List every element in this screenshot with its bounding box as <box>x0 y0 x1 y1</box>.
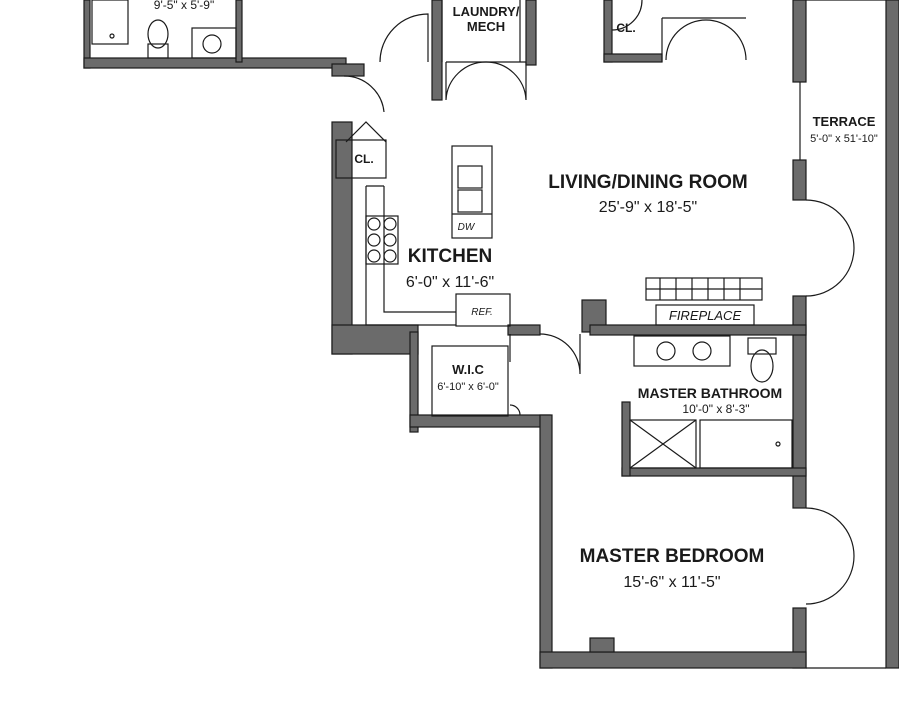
room-wic-label: W.I.C <box>452 362 484 377</box>
room-master-bath-label: MASTER BATHROOM <box>638 385 782 401</box>
room-living-label: LIVING/DINING ROOM <box>548 172 748 193</box>
labels: 9'-5" x 5'-9" LAUNDRY/ MECH CL. CL. TERR… <box>154 0 878 591</box>
dishwasher-label: DW <box>458 222 476 233</box>
fixtures <box>91 0 886 669</box>
room-closet-left-label: CL. <box>354 152 373 166</box>
room-laundry-label: LAUNDRY/ <box>453 4 520 19</box>
room-master-bedroom-dims: 15'-6" x 11'-5" <box>623 574 720 591</box>
room-terrace-dims: 5'-0" x 51'-10" <box>810 133 878 145</box>
room-master-bedroom-label: MASTER BEDROOM <box>580 546 765 567</box>
room-closet-right-label: CL. <box>616 21 635 35</box>
kitchen-island <box>451 145 493 239</box>
room-wic-dims: 6'-10" x 6'-0" <box>437 381 499 393</box>
room-master-bath-dims: 10'-0" x 8'-3" <box>682 402 749 416</box>
fireplace-label: FIREPLACE <box>669 308 742 323</box>
room-kitchen-label: KITCHEN <box>408 246 492 267</box>
bath-top-dims: 9'-5" x 5'-9" <box>154 0 214 12</box>
room-laundry-label-line2: MECH <box>467 19 505 34</box>
room-terrace-label: TERRACE <box>813 114 876 129</box>
walls <box>83 0 899 669</box>
room-living-dims: 25'-9" x 18'-5" <box>599 199 697 216</box>
refrigerator <box>455 293 511 327</box>
refrigerator-label: REF. <box>471 307 493 318</box>
room-kitchen-dims: 6'-0" x 11'-6" <box>406 274 494 291</box>
bathtub-top <box>91 0 129 45</box>
